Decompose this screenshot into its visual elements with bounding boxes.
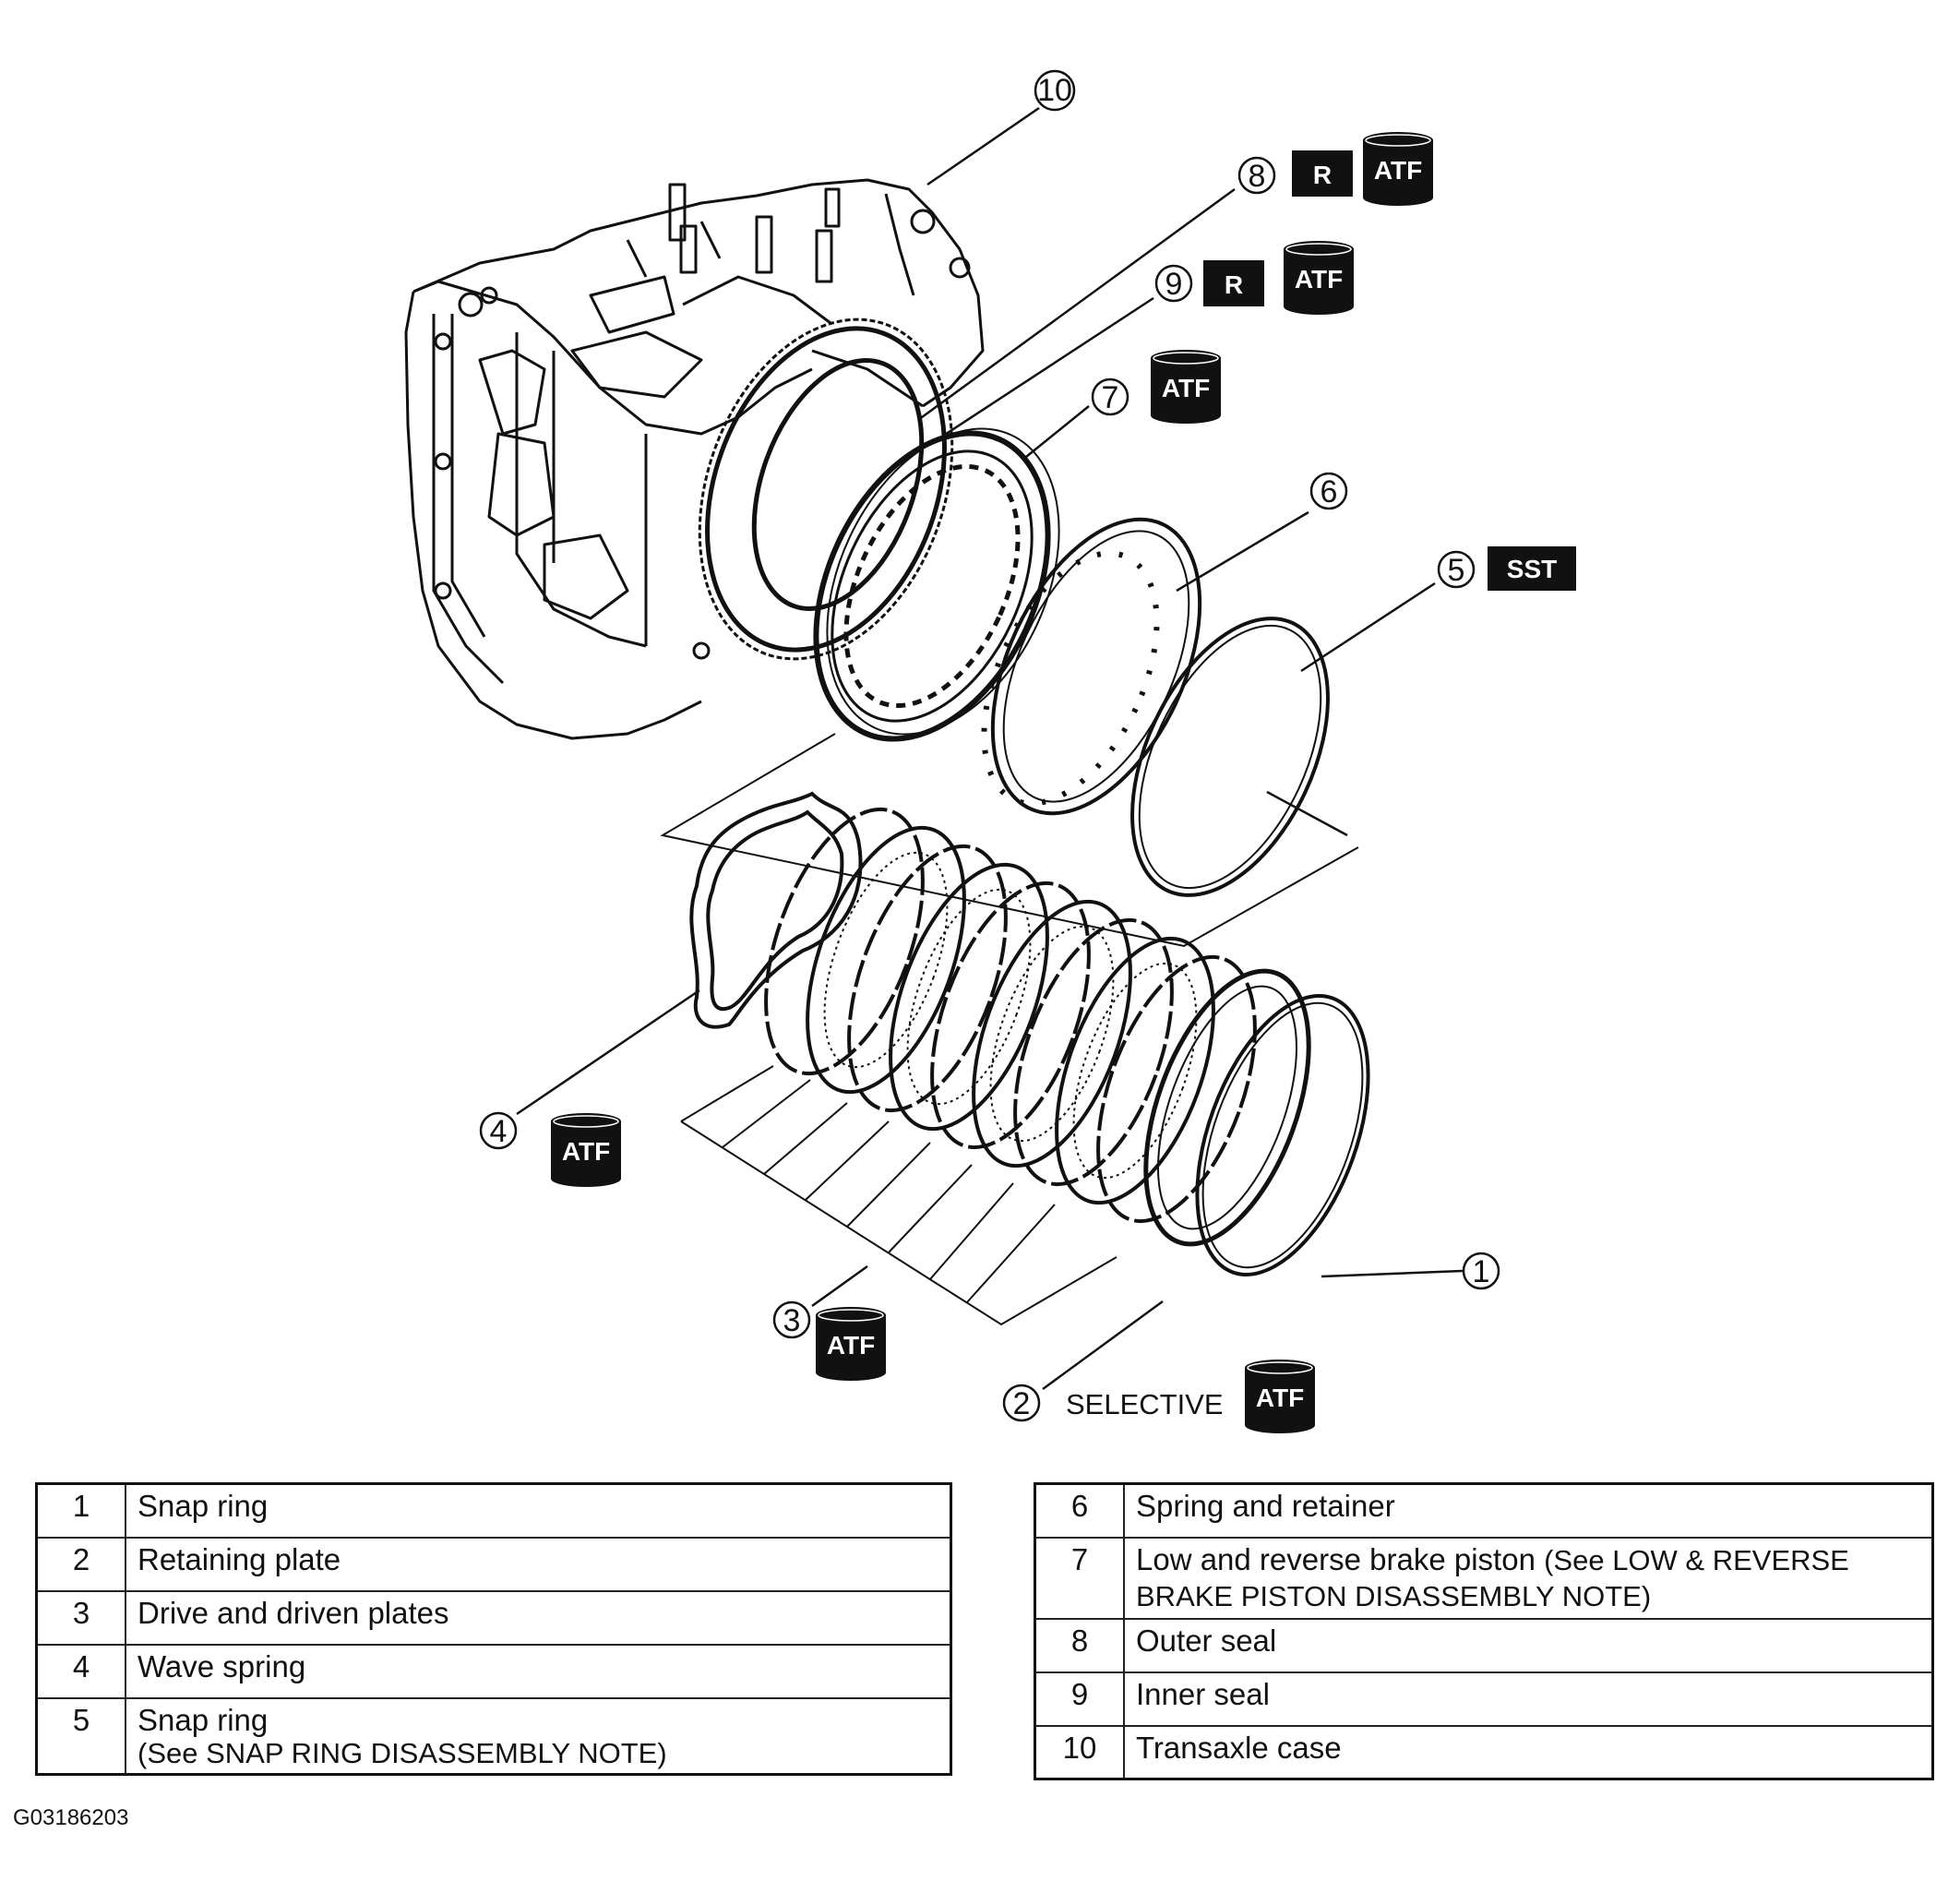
parts-legend-right: 6 Spring and retainer 7 Low and reverse … — [1034, 1482, 1934, 1780]
callout-7: 7 — [1091, 377, 1129, 416]
callout-4: 4 — [479, 1111, 518, 1150]
svg-text:SST: SST — [1507, 555, 1557, 583]
legend-row: 2 Retaining plate — [35, 1536, 952, 1592]
svg-text:3: 3 — [783, 1303, 801, 1338]
legend-label: Snap ring — [137, 1702, 269, 1737]
legend-number: 7 — [1034, 1536, 1125, 1620]
seal-rings-drawing — [698, 317, 954, 661]
svg-text:6: 6 — [1321, 474, 1338, 509]
legend-number: 3 — [35, 1589, 126, 1646]
retaining-plate-snap-ring-drawing — [1143, 968, 1370, 1276]
svg-text:ATF: ATF — [1256, 1384, 1304, 1412]
svg-text:1: 1 — [1473, 1254, 1490, 1289]
callout-3: 3 — [772, 1300, 811, 1339]
legend-label: Transaxle case — [1123, 1724, 1934, 1780]
callout-5: 5 — [1437, 550, 1476, 589]
svg-text:5: 5 — [1448, 553, 1465, 588]
atf-tag-7: ATF — [1150, 349, 1222, 425]
svg-text:ATF: ATF — [1162, 374, 1210, 402]
parts-legend-left: 1 Snap ring 2 Retaining plate 3 Drive an… — [35, 1482, 952, 1776]
atf-tag-3: ATF — [815, 1306, 887, 1382]
legend-number: 4 — [35, 1643, 126, 1699]
legend-number: 10 — [1034, 1724, 1125, 1780]
callout-6: 6 — [1309, 472, 1348, 510]
legend-number: 6 — [1034, 1482, 1125, 1539]
sst-tag-5: SST — [1488, 546, 1576, 591]
legend-row: 4 Wave spring — [35, 1643, 952, 1699]
svg-text:9: 9 — [1165, 267, 1183, 302]
legend-label: Drive and driven plates — [125, 1589, 952, 1646]
snap-ring-5-drawing — [1130, 617, 1330, 897]
legend-cell: Snap ring (See SNAP RING DISASSEMBLY NOT… — [125, 1696, 952, 1775]
legend-row: 10 Transaxle case — [1034, 1724, 1934, 1780]
legend-number: 5 — [35, 1696, 126, 1775]
svg-text:ATF: ATF — [1374, 156, 1422, 185]
svg-text:2: 2 — [1013, 1386, 1031, 1421]
clutch-plates-drawing — [764, 807, 1257, 1224]
legend-label: Inner seal — [1123, 1671, 1934, 1727]
leader-lines — [516, 106, 1464, 1391]
legend-note: (See LOW & REVERSE BRAKE PISTON DISASSEM… — [1136, 1543, 1849, 1612]
legend-note: (See SNAP RING DISASSEMBLY NOTE) — [137, 1736, 667, 1769]
spring-retainer-drawing — [981, 517, 1202, 816]
callout-10: 10 — [1034, 69, 1076, 112]
atf-tag-9: ATF — [1283, 240, 1355, 316]
legend-number: 1 — [35, 1482, 126, 1539]
svg-text:R: R — [1313, 161, 1332, 189]
legend-label: Outer seal — [1123, 1617, 1934, 1673]
legend-number: 2 — [35, 1536, 126, 1592]
legend-row: 8 Outer seal — [1034, 1617, 1934, 1673]
legend-number: 9 — [1034, 1671, 1125, 1727]
callout-9: 9 — [1154, 264, 1193, 303]
svg-text:4: 4 — [490, 1114, 508, 1149]
exploded-view-diagram: 1 2 3 4 5 6 7 8 9 10 R ATF — [404, 69, 1576, 1434]
svg-text:ATF: ATF — [562, 1137, 610, 1166]
legend-row: 9 Inner seal — [1034, 1671, 1934, 1727]
callout-8: 8 — [1237, 156, 1276, 195]
svg-text:10: 10 — [1037, 73, 1072, 108]
svg-text:ATF: ATF — [827, 1331, 875, 1360]
svg-text:SELECTIVE: SELECTIVE — [1066, 1388, 1224, 1420]
legend-label: Spring and retainer — [1123, 1482, 1934, 1539]
legend-cell: Low and reverse brake piston (See LOW & … — [1123, 1536, 1934, 1620]
svg-text:8: 8 — [1249, 159, 1266, 194]
atf-tag-2: ATF — [1244, 1359, 1316, 1434]
legend-row: 5 Snap ring (See SNAP RING DISASSEMBLY N… — [35, 1696, 952, 1775]
figure-code: G03186203 — [13, 1805, 129, 1830]
transaxle-case-drawing — [404, 178, 985, 740]
group-bracket-upper — [660, 733, 1359, 948]
legend-label: Wave spring — [125, 1643, 952, 1699]
legend-label: Snap ring — [125, 1482, 952, 1539]
selective-label-2: SELECTIVE — [1066, 1388, 1224, 1420]
group-bracket-plates — [680, 1065, 1117, 1326]
atf-tag-4: ATF — [550, 1112, 622, 1188]
svg-text:ATF: ATF — [1295, 265, 1343, 294]
svg-text:7: 7 — [1102, 380, 1119, 415]
reuse-tag-8: R — [1292, 150, 1353, 197]
legend-row: 6 Spring and retainer — [1034, 1482, 1934, 1539]
legend-label: Retaining plate — [125, 1536, 952, 1592]
legend-label: Low and reverse brake piston — [1136, 1541, 1536, 1576]
wave-spring-drawing — [689, 791, 863, 1029]
brake-piston-drawing — [813, 427, 1060, 742]
svg-text:R: R — [1225, 270, 1243, 299]
legend-number: 8 — [1034, 1617, 1125, 1673]
legend-row: 7 Low and reverse brake piston (See LOW … — [1034, 1536, 1934, 1620]
reuse-tag-9: R — [1203, 260, 1264, 306]
legend-row: 1 Snap ring — [35, 1482, 952, 1539]
callout-1: 1 — [1462, 1252, 1500, 1290]
legend-row: 3 Drive and driven plates — [35, 1589, 952, 1646]
callout-2: 2 — [1002, 1384, 1041, 1422]
atf-tag-8: ATF — [1362, 131, 1434, 207]
